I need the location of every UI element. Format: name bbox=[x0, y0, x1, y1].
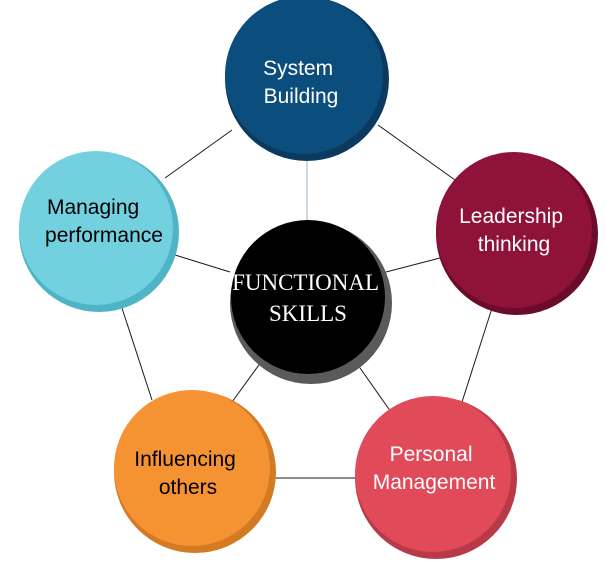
node-label: System Building bbox=[263, 57, 339, 108]
node-label-line-1: Personal bbox=[390, 443, 473, 466]
node-circle bbox=[436, 152, 592, 308]
node-leadership-thinking: Leadership thinking bbox=[436, 152, 598, 315]
node-circle bbox=[19, 151, 173, 305]
edge-system-managing bbox=[164, 129, 233, 179]
pentagon-connectors bbox=[120, 124, 494, 479]
center-label-line-2: SKILLS bbox=[269, 301, 347, 326]
spoke-managing bbox=[174, 254, 231, 273]
node-label-line-1: Leadership bbox=[459, 205, 563, 228]
center-label: FUNCTIONAL SKILLS bbox=[232, 270, 384, 326]
edge-leadership-personal bbox=[461, 304, 494, 403]
node-label-line-2: performance bbox=[45, 224, 163, 247]
node-label: Personal Management bbox=[373, 443, 496, 494]
node-label: Managing performance bbox=[45, 196, 163, 247]
node-label-line-1: Managing bbox=[47, 196, 139, 219]
center-label-line-1: FUNCTIONAL bbox=[232, 270, 378, 295]
node-label-line-2: thinking bbox=[478, 233, 550, 256]
node-circle bbox=[225, 0, 383, 154]
node-system-building: System Building bbox=[225, 0, 389, 161]
node-label: Leadership thinking bbox=[459, 205, 569, 256]
center-spokes bbox=[174, 160, 441, 413]
node-circle bbox=[355, 396, 511, 552]
node-circle bbox=[114, 390, 270, 546]
center-circle bbox=[231, 220, 385, 374]
node-label-line-2: Management bbox=[373, 471, 496, 494]
center-node-functional-skills: FUNCTIONAL SKILLS bbox=[230, 220, 392, 384]
node-managing-performance: Managing performance bbox=[19, 151, 179, 312]
node-label-line-2: others bbox=[159, 476, 217, 499]
spoke-leadership bbox=[385, 257, 441, 273]
node-influencing-others: Influencing others bbox=[114, 390, 276, 553]
spoke-influencing bbox=[231, 357, 265, 403]
node-label-line-1: System bbox=[263, 57, 333, 80]
node-label-line-2: Building bbox=[264, 85, 339, 108]
edge-managing-influencing bbox=[120, 304, 153, 401]
node-label-line-1: Influencing bbox=[134, 448, 236, 471]
node-label: Influencing others bbox=[134, 448, 241, 499]
edge-system-leadership bbox=[377, 124, 456, 181]
node-personal-management: Personal Management bbox=[355, 396, 517, 559]
